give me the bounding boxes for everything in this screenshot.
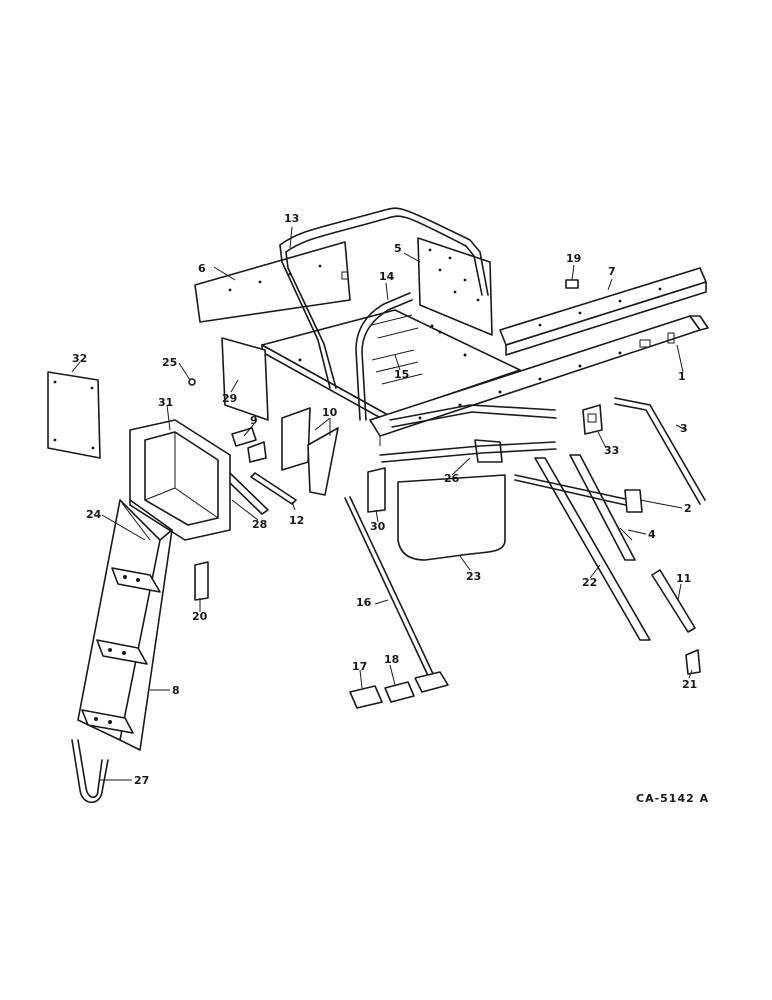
pad-17 — [349, 685, 383, 709]
washer-25 — [188, 378, 196, 386]
front-handrail — [355, 292, 413, 421]
callout-17: 17 — [352, 660, 367, 673]
callout-21: 21 — [682, 678, 697, 691]
brace-arms — [379, 404, 557, 463]
callout-8: 8 — [172, 684, 180, 697]
callout-27: 27 — [134, 774, 149, 787]
pad-18 — [384, 681, 415, 703]
handrail — [279, 207, 489, 389]
callout-18: 18 — [384, 653, 399, 666]
leader-lines — [71, 226, 693, 781]
callout-14: 14 — [379, 270, 395, 283]
frame-31 — [129, 419, 231, 541]
callout-26: 26 — [444, 472, 460, 485]
callout-16: 16 — [356, 596, 372, 609]
angle-11 — [651, 569, 696, 633]
callout-22: 22 — [582, 576, 597, 589]
callout-31: 31 — [158, 396, 173, 409]
drawing-code: CA-5142 A — [636, 792, 709, 805]
plate-32 — [47, 371, 101, 459]
rod-16 — [344, 496, 449, 693]
callout-30: 30 — [370, 520, 386, 533]
callout-6: 6 — [198, 262, 206, 275]
callout-10: 10 — [322, 406, 338, 419]
callout-1: 1 — [678, 370, 686, 383]
callout-15: 15 — [394, 368, 409, 381]
grab-handle-27 — [71, 739, 109, 804]
diagonal-brace-2 — [514, 474, 643, 513]
ladder-8 — [77, 499, 173, 751]
callout-2: 2 — [684, 502, 692, 515]
callout-32: 32 — [72, 352, 87, 365]
side-sill — [369, 315, 709, 446]
strip-12 — [250, 472, 297, 505]
callout-25: 25 — [162, 356, 177, 369]
pad-20 — [194, 561, 209, 601]
callout-5: 5 — [394, 242, 402, 255]
plate-29 — [221, 337, 269, 421]
callout-12: 12 — [289, 514, 304, 527]
callout-11: 11 — [676, 572, 691, 585]
callout-19: 19 — [566, 252, 581, 265]
callout-23: 23 — [466, 570, 481, 583]
callout-3: 3 — [680, 422, 688, 435]
callout-33: 33 — [604, 444, 619, 457]
gusset-plates — [281, 407, 339, 496]
callout-20: 20 — [192, 610, 208, 623]
callout-28: 28 — [252, 518, 267, 531]
bracket-33 — [582, 404, 603, 435]
callout-29: 29 — [222, 392, 237, 405]
rear-side-plate — [499, 267, 707, 356]
callout-24: 24 — [86, 508, 102, 521]
bracket-9 — [231, 427, 267, 463]
shield-23 — [397, 474, 506, 561]
front-wall-plate — [417, 237, 493, 336]
callout-labels: 1 2 3 4 5 6 7 8 9 10 11 12 13 14 15 16 1… — [72, 212, 697, 787]
angle-members — [534, 454, 651, 641]
callout-13: 13 — [284, 212, 299, 225]
callout-4: 4 — [648, 528, 656, 541]
callout-9: 9 — [250, 414, 258, 427]
bracket-21 — [685, 649, 701, 675]
support-bar-3 — [614, 397, 706, 505]
plate-30 — [367, 467, 386, 513]
side-wall-plate — [194, 241, 351, 323]
spacer-19 — [565, 279, 579, 289]
callout-7: 7 — [608, 265, 616, 278]
